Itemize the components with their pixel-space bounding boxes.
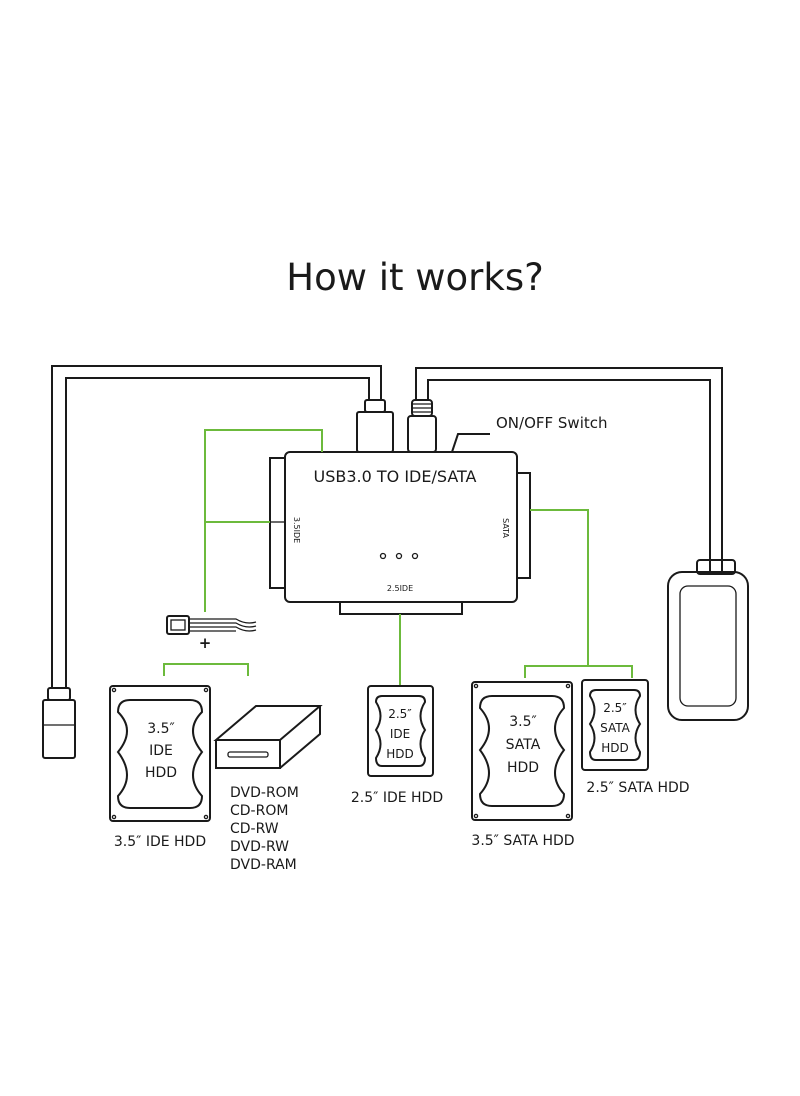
hdd-2-5-ide-line3: HDD <box>386 747 414 761</box>
connector-line-sata <box>530 509 589 666</box>
hdd-2-5-sata-line2: SATA <box>600 721 631 735</box>
hdd-3-5-ide-line3: HDD <box>145 765 177 781</box>
hdd-2-5-sata-line3: HDD <box>601 741 629 755</box>
port-label-2-5ide: 2.5IDE <box>387 584 413 593</box>
hdd-2-5-ide-icon <box>367 685 434 777</box>
ide35-port-icon <box>269 457 286 589</box>
page-title: How it works? <box>286 256 543 299</box>
usb-b-plug-icon <box>356 399 394 453</box>
switch-label: ON/OFF Switch <box>496 414 608 432</box>
ide25-port-icon <box>339 601 463 615</box>
hdd-2-5-sata-icon <box>581 679 649 771</box>
adapter-box <box>269 451 531 615</box>
sata-port-icon <box>516 472 531 579</box>
optical-media-line-1: DVD-ROM <box>230 785 299 801</box>
usb-a-plug-icon <box>42 687 76 759</box>
hdd-2-5-sata-caption: 2.5″ SATA HDD <box>586 780 689 796</box>
connector-line-sata-split <box>524 665 633 678</box>
hdd-3-5-ide-line2: IDE <box>149 743 173 759</box>
hdd-3-5-sata-line1: 3.5″ <box>509 714 537 730</box>
optical-media-line-5: DVD-RAM <box>230 857 297 873</box>
optical-media-line-4: DVD-RW <box>230 839 289 855</box>
power-splitter-cable-icon <box>166 615 257 635</box>
led-2-icon <box>395 552 403 560</box>
hdd-3-5-ide-line1: 3.5″ <box>147 721 175 737</box>
hdd-3-5-ide-caption: 3.5″ IDE HDD <box>114 834 206 850</box>
connector-line-ide-split <box>163 663 249 676</box>
hdd-2-5-ide-caption: 2.5″ IDE HDD <box>351 790 443 806</box>
hdd-3-5-sata-icon <box>471 681 573 821</box>
port-label-3-5ide: 3.5IDE <box>292 517 301 543</box>
led-3-icon <box>411 552 419 560</box>
optical-drive-icon <box>213 705 323 769</box>
hdd-2-5-sata-line1: 2.5″ <box>603 701 627 715</box>
power-switch-icon <box>451 433 490 453</box>
hdd-2-5-ide-line2: IDE <box>390 727 410 741</box>
dc-power-plug-icon <box>407 399 437 453</box>
optical-media-line-3: CD-RW <box>230 821 279 837</box>
hdd-3-5-sata-caption: 3.5″ SATA HDD <box>471 833 574 849</box>
hdd-3-5-ide-icon <box>109 685 211 822</box>
plus-sign: + <box>199 634 212 652</box>
hdd-3-5-sata-line2: SATA <box>506 737 541 753</box>
led-1-icon <box>379 552 387 560</box>
optical-media-line-2: CD-ROM <box>230 803 288 819</box>
adapter-label: USB3.0 TO IDE/SATA <box>314 467 477 486</box>
usb-cable <box>51 365 382 688</box>
hdd-3-5-sata-line3: HDD <box>507 760 539 776</box>
port-label-sata: SATA <box>501 518 510 538</box>
hdd-2-5-ide-line1: 2.5″ <box>388 707 412 721</box>
power-cable <box>415 367 723 572</box>
power-adapter-icon <box>667 559 749 721</box>
